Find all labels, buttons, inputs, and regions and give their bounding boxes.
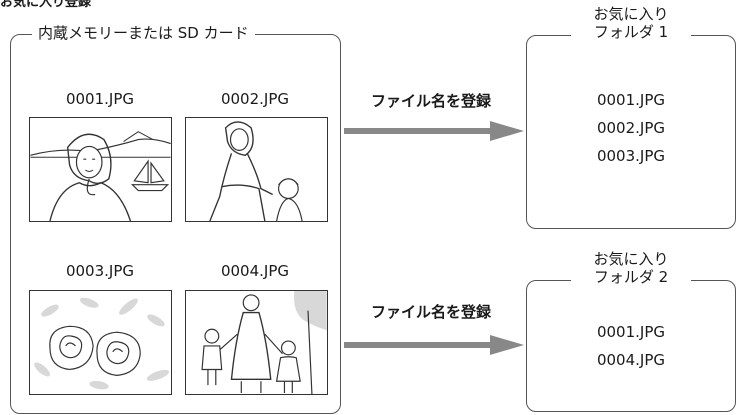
thumbnail-0003-roses xyxy=(29,290,172,395)
source-box-title: 内蔵メモリーまたは SD カード xyxy=(32,24,255,42)
arrow-right-icon xyxy=(344,121,524,141)
folder-2-file: 0004.JPG xyxy=(596,351,666,369)
folder-2-file: 0001.JPG xyxy=(596,323,666,341)
folder-1-file: 0003.JPG xyxy=(596,147,666,165)
folder-2-title-line2: フォルダ 2 xyxy=(593,268,669,286)
folder-1-title-line1: お気に入り xyxy=(593,5,669,23)
image-filename-0001: 0001.JPG xyxy=(65,90,135,108)
thumbnail-0002-mother-child xyxy=(185,117,328,222)
folder-2-file-list: 0001.JPG 0004.JPG xyxy=(526,318,736,374)
arrow-right-icon xyxy=(344,335,524,355)
register-filename-label-1: ファイル名を登録 xyxy=(371,92,492,110)
image-filename-0002: 0002.JPG xyxy=(220,90,290,108)
folder-1-file: 0001.JPG xyxy=(596,91,666,109)
folder-1-file: 0002.JPG xyxy=(596,119,666,137)
folder-2-title-line1: お気に入り xyxy=(593,250,669,268)
folder-1-file-list: 0001.JPG 0002.JPG 0003.JPG xyxy=(526,86,736,170)
thumbnail-0004-family xyxy=(185,290,328,395)
folder-2-title: お気に入り フォルダ 2 xyxy=(571,250,691,286)
thumbnail-0001-portrait xyxy=(29,117,172,222)
portrait-illustration xyxy=(30,131,171,221)
page-heading: お気に入り登録 xyxy=(0,0,92,10)
image-filename-0004: 0004.JPG xyxy=(220,262,290,280)
image-filename-0003: 0003.JPG xyxy=(65,262,135,280)
register-filename-label-2: ファイル名を登録 xyxy=(371,303,492,321)
roses-illustration xyxy=(34,297,170,390)
mother-child-illustration xyxy=(209,121,303,221)
folder-1-title-line2: フォルダ 1 xyxy=(593,23,669,41)
family-illustration xyxy=(201,291,327,394)
folder-1-title: お気に入り フォルダ 1 xyxy=(571,5,691,41)
